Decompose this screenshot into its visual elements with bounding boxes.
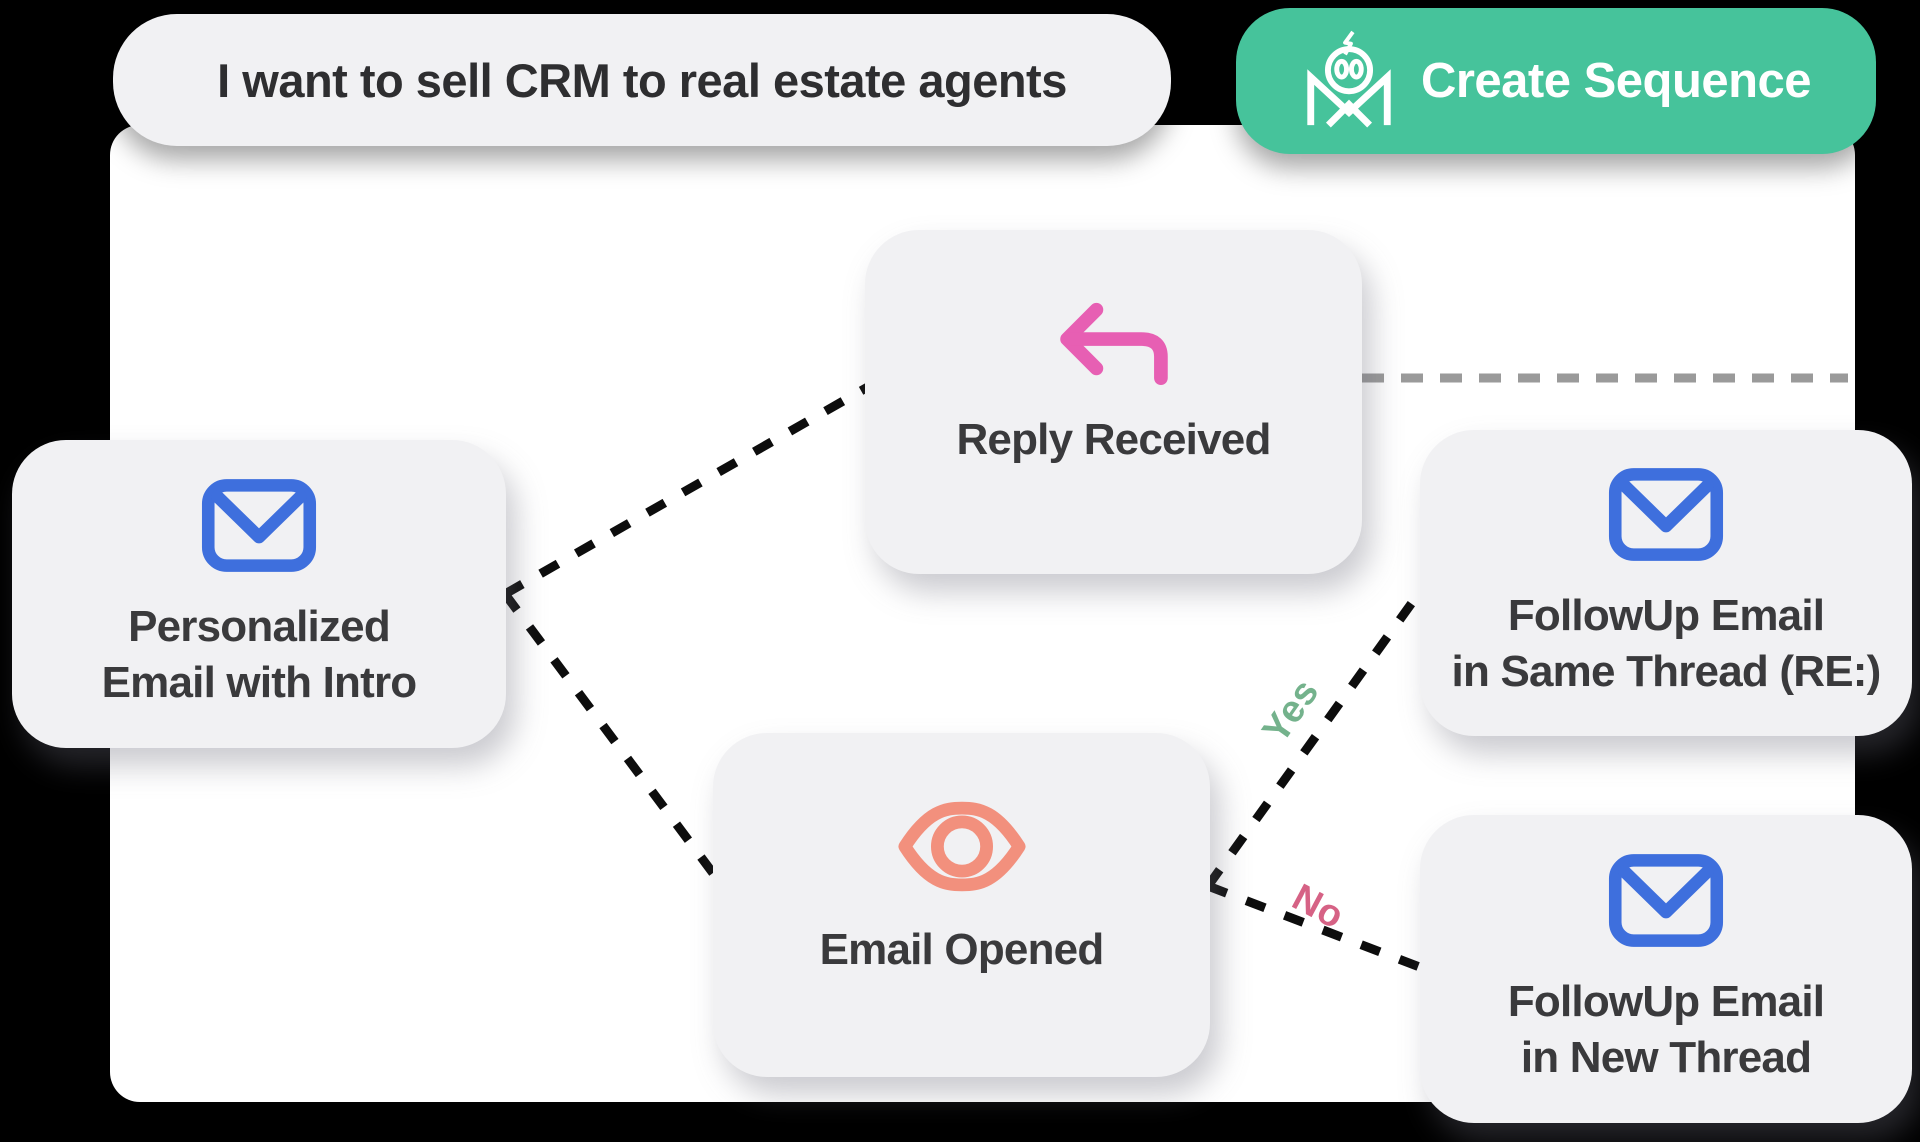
envelope-icon (1608, 853, 1724, 948)
envelope-icon (201, 478, 317, 573)
create-sequence-label: Create Sequence (1420, 54, 1812, 108)
prompt-input-pill[interactable]: I want to sell CRM to real estate agents (113, 14, 1171, 146)
node-label: FollowUp Email in New Thread (1507, 976, 1825, 1082)
node-email-opened[interactable]: Email Opened (713, 733, 1210, 1077)
node-followup-new-thread[interactable]: FollowUp Email in New Thread (1420, 815, 1912, 1123)
node-label: Email Opened (819, 924, 1105, 974)
node-label: FollowUp Email in Same Thread (RE:) (1451, 590, 1882, 696)
node-followup-same-thread[interactable]: FollowUp Email in Same Thread (RE:) (1420, 430, 1912, 736)
node-personalized-email[interactable]: Personalized Email with Intro (12, 440, 506, 748)
eye-icon (897, 797, 1026, 896)
reply-arrow-icon (1053, 300, 1175, 386)
envelope-icon (1608, 467, 1724, 562)
prompt-text: I want to sell CRM to real estate agents (217, 53, 1067, 107)
create-sequence-button[interactable]: Create Sequence (1236, 8, 1876, 154)
node-reply-received[interactable]: Reply Received (865, 230, 1362, 574)
robot-m-crown-logo-icon (1301, 28, 1397, 130)
node-label: Personalized Email with Intro (101, 601, 418, 707)
node-label: Reply Received (956, 415, 1271, 464)
